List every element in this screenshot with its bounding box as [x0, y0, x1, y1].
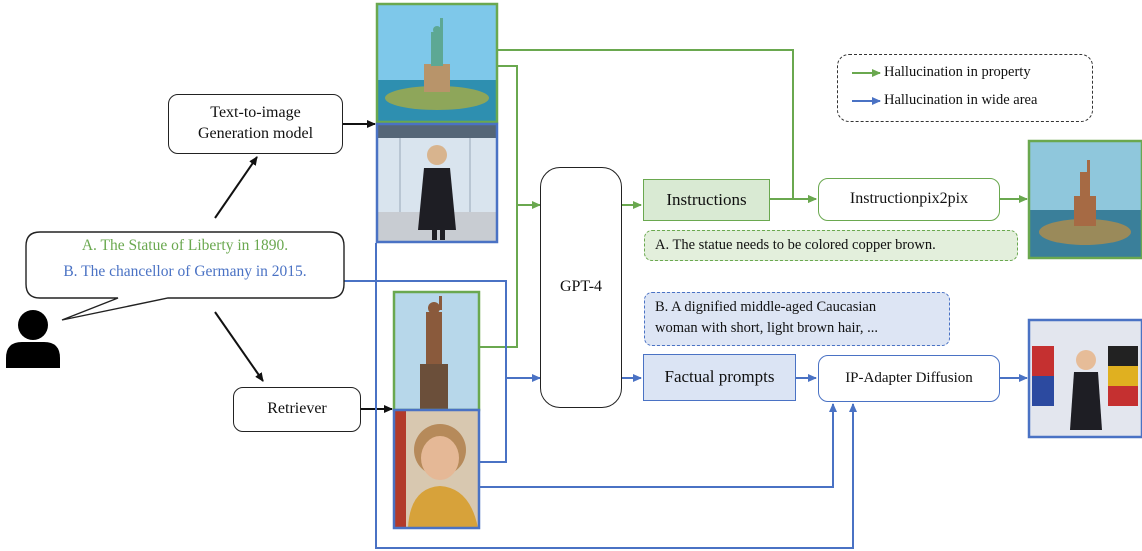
ip-adapter-node: IP-Adapter Diffusion: [818, 355, 1000, 402]
factual-prompts-node: Factual prompts: [643, 354, 796, 401]
legend-item-wide-area: Hallucination in wide area: [884, 92, 1037, 109]
output-chancellor-image: [1027, 318, 1142, 439]
legend-item-property: Hallucination in property: [884, 64, 1031, 81]
arrow-user-to-t2i: [214, 156, 258, 219]
blue-route-query-to-gpt4: [343, 280, 541, 382]
retriever-node: Retriever: [233, 387, 361, 432]
generated-chancellor-image: [375, 122, 499, 244]
legend-label-property: Hallucination in property: [884, 64, 1031, 80]
green-route-generated-to-gpt4: [498, 65, 541, 209]
prompt-example-note: B. A dignified middle-aged Caucasian wom…: [644, 292, 950, 346]
retrieved-chancellor-image: [392, 408, 481, 530]
instruction-example-note: A. The statue needs to be colored copper…: [644, 230, 1018, 261]
blue-route-retrieved-to-gpt4: [480, 378, 507, 463]
arrow-user-to-retriever: [214, 311, 264, 382]
speech-bubble: [25, 231, 345, 321]
legend-box: [837, 54, 1093, 122]
generated-statue-image: [375, 2, 499, 124]
legend-label-wide-area: Hallucination in wide area: [884, 92, 1038, 108]
green-route-retrieved-to-gpt4: [480, 205, 518, 348]
blue-route-reference-to-ipadapter: [480, 403, 837, 488]
text-to-image-model-node: Text-to-image Generation model: [168, 94, 343, 154]
instructions-node: Instructions: [643, 179, 770, 221]
retrieved-statue-image: [392, 290, 481, 412]
gpt4-node: GPT-4: [540, 167, 622, 408]
user-icon: [6, 310, 60, 368]
output-statue-image: [1027, 139, 1142, 260]
query-a: A. The Statue of Liberty in 1890.: [81, 237, 289, 254]
query-b: B. The chancellor of Germany in 2015.: [63, 263, 307, 280]
blue-route-generated-to-ipadapter: [375, 243, 857, 549]
instructpix2pix-node: Instructionpix2pix: [818, 178, 1000, 221]
